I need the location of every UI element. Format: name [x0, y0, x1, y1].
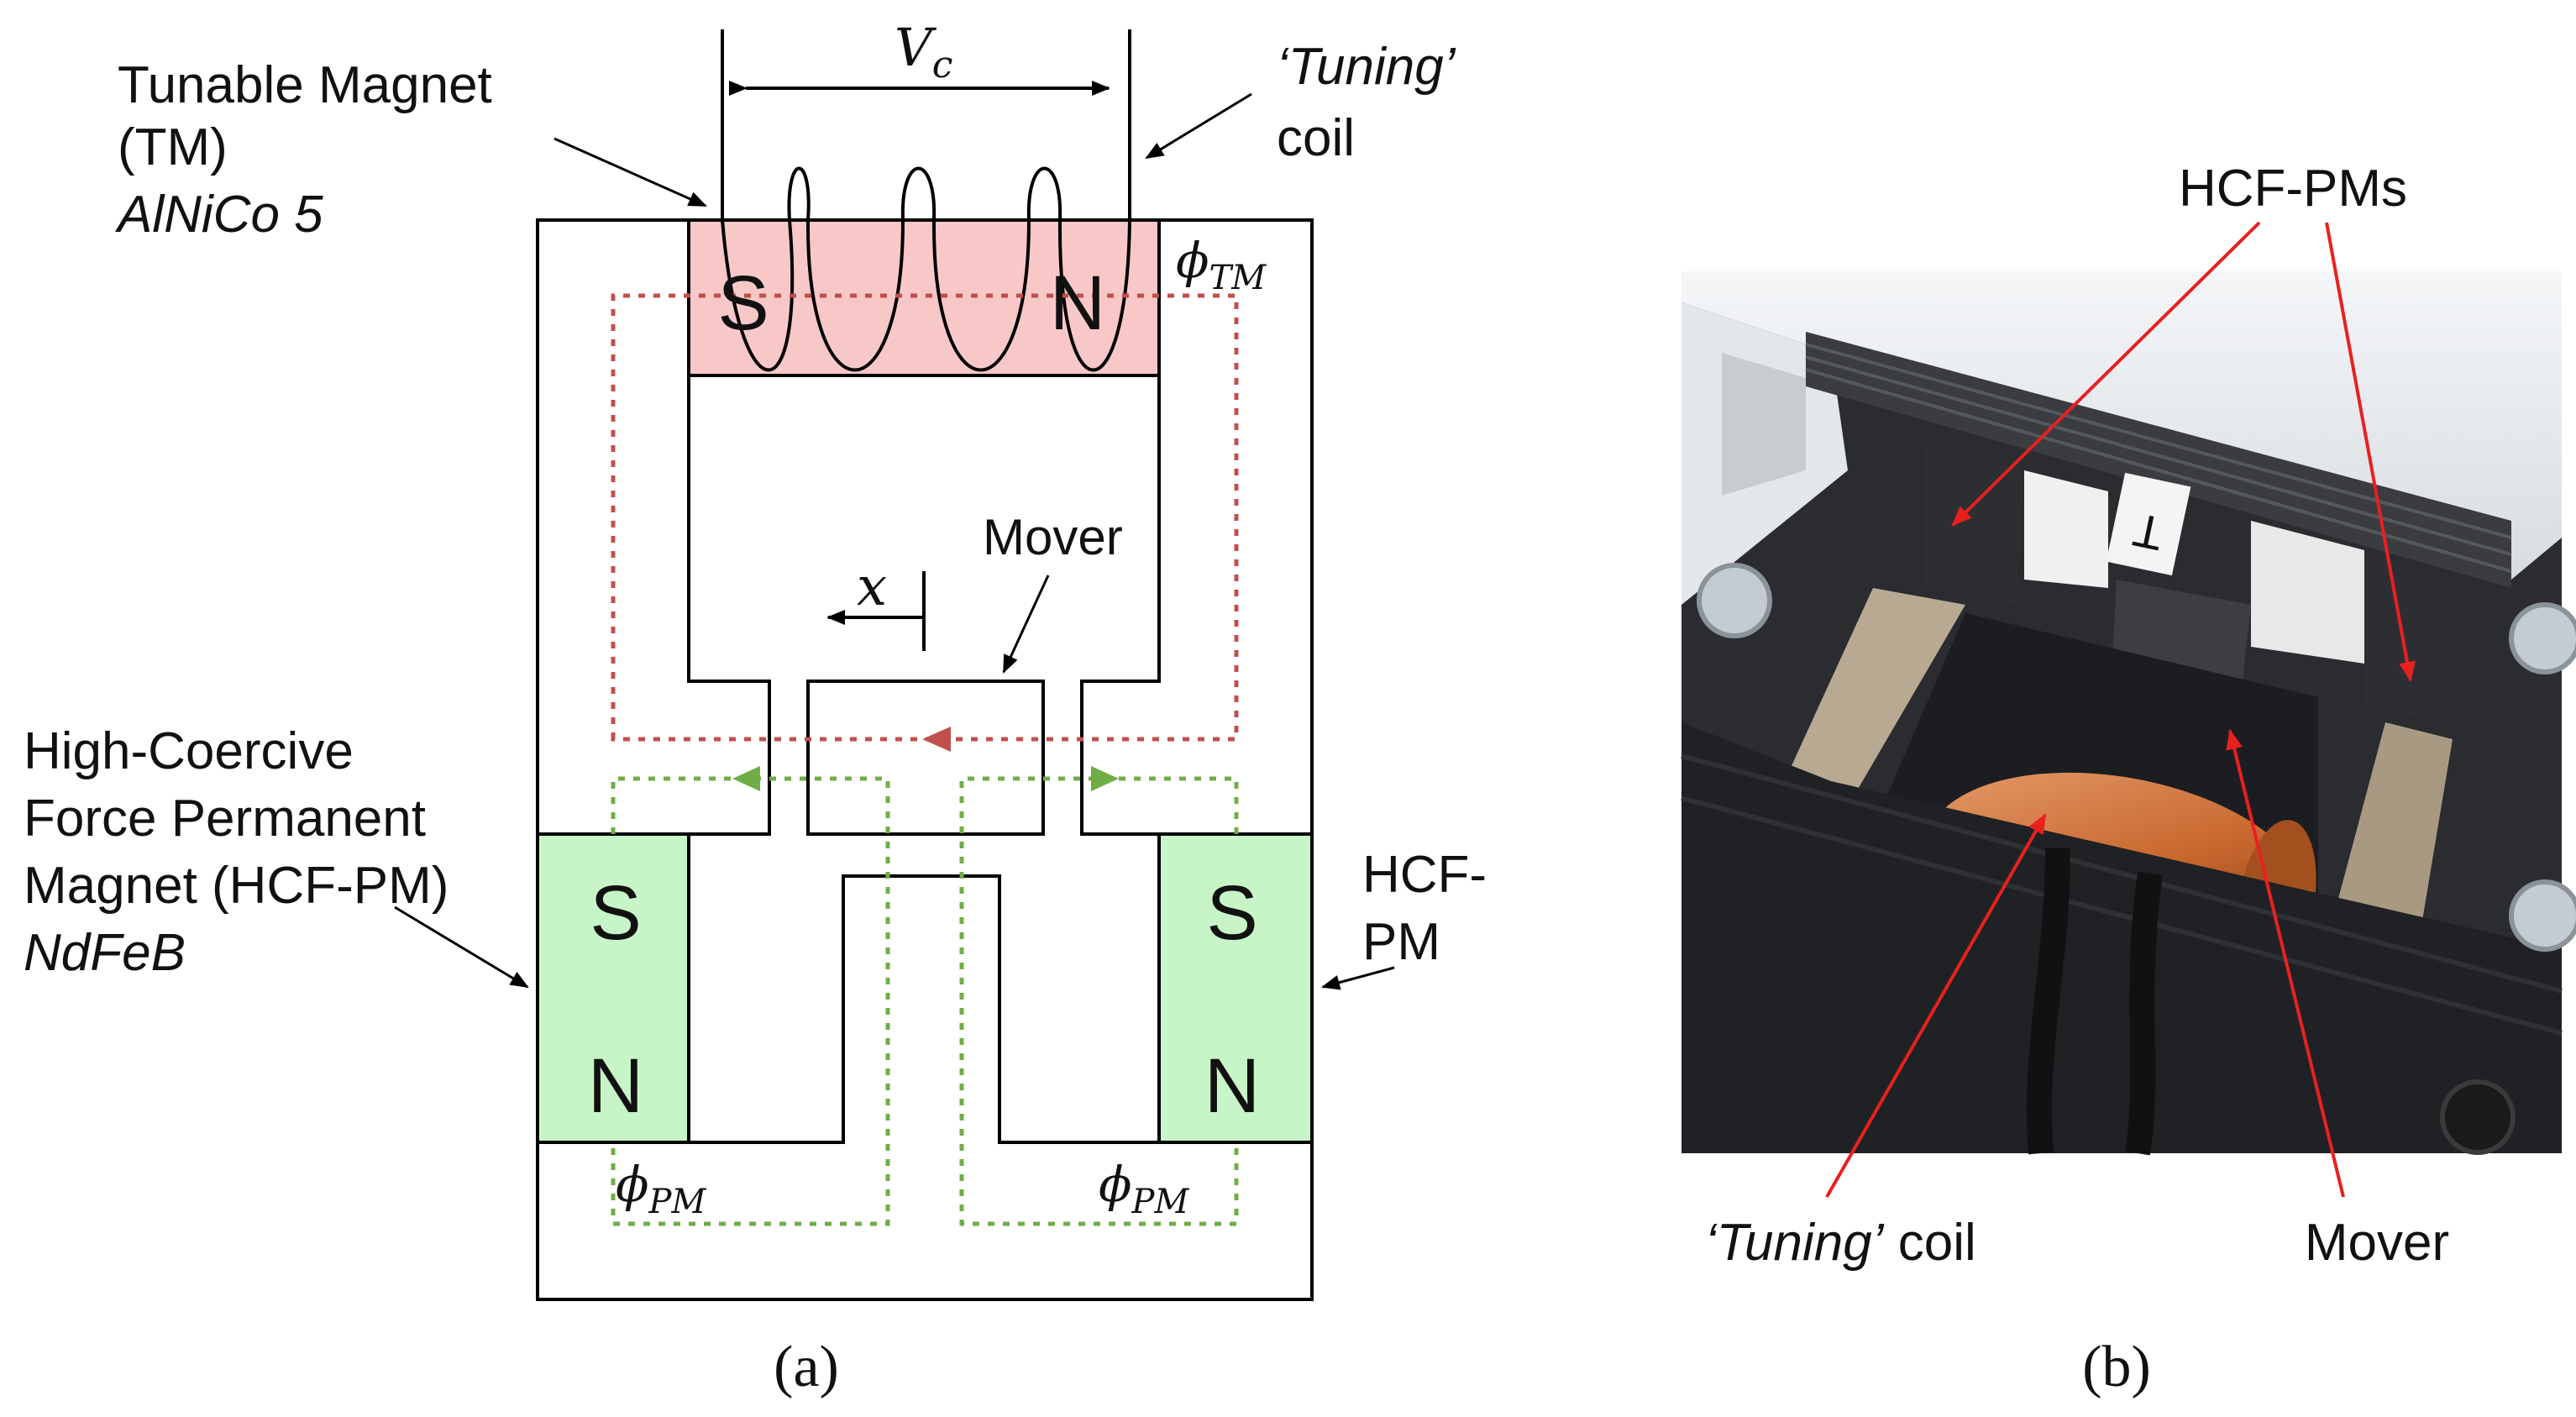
tm-pointer	[553, 137, 707, 207]
mover-arrow-b	[2226, 729, 2345, 1198]
photo-screw-left	[1697, 563, 1772, 638]
flux-pm-arrowhead-left	[732, 766, 760, 791]
pm-left-pole-s: S	[590, 870, 641, 956]
tuning-coil-label-a-italic: ‘Tuning’	[1277, 38, 1456, 96]
tuning-coil-windings	[721, 29, 1131, 372]
photo-frame-front	[1681, 722, 2562, 1153]
mover-block	[806, 680, 1045, 836]
photo-cable-left	[2026, 848, 2070, 1155]
flux-tm-arrowhead	[922, 727, 951, 752]
photo-screw-front	[2509, 879, 2576, 952]
tuning-coil-label-b: ‘Tuning’ coil	[1705, 1214, 1976, 1272]
tm-pole-s: S	[717, 260, 769, 346]
mover-label-a: Mover	[983, 509, 1123, 565]
photo-plate-left	[1781, 588, 1965, 806]
pm-right-pole-s: S	[1206, 870, 1257, 956]
caption-b: (b)	[2082, 1335, 2151, 1399]
photo-cable-right	[2125, 871, 2163, 1156]
tm-label-material: AlNiCo 5	[114, 186, 323, 244]
photo-laminations	[1806, 332, 2511, 588]
hcf-pm-right-pointer	[1321, 966, 1395, 990]
hcf-pms-label: HCF-PMs	[2179, 160, 2407, 218]
tuning-coil-arrow-b	[1825, 813, 2047, 1198]
caption-a: (a)	[774, 1335, 839, 1399]
mover-pointer-a	[1002, 575, 1050, 674]
tm-label-line2: (TM)	[118, 118, 228, 176]
hcf-pm-right-magnet	[1157, 832, 1314, 1144]
pm-right-pole-n: N	[1204, 1043, 1260, 1129]
photo-tag	[2106, 472, 2191, 576]
tm-pole-n: N	[1050, 260, 1105, 346]
pm-left-pole-n: N	[588, 1043, 643, 1129]
vc-label: Vc	[895, 17, 952, 87]
hcf-pm-left-line1: High-Coercive	[24, 722, 354, 780]
flux-pm-label-right: ϕPM	[1099, 1156, 1189, 1221]
displacement-x-label: x	[857, 556, 887, 618]
hcf-pms-arrow-left	[1951, 221, 2261, 527]
hcf-pms-arrow-right	[2325, 222, 2416, 682]
photo-pole-left	[1923, 445, 2024, 605]
mover-label-b: Mover	[2305, 1214, 2449, 1272]
flux-tm-label: ϕTM	[1176, 232, 1267, 297]
hcf-pm-right-line2: PM	[1362, 913, 1440, 971]
hcf-pm-left-pointer	[394, 905, 529, 989]
hcf-pm-right-line1: HCF-	[1362, 846, 1487, 904]
tm-label-line1: Tunable Magnet	[118, 56, 492, 114]
panel-a-diagram: S N S N S N Vc ϕTM ϕPM ϕPM Mover x Tunab…	[24, 17, 1487, 1399]
photo-screw-hole	[2440, 1079, 2516, 1155]
flux-path-pm	[611, 776, 1239, 1226]
flux-pm-label-left: ϕPM	[616, 1156, 706, 1221]
hcf-pm-left-line3: Magnet (HCF-PM)	[24, 857, 449, 915]
hcf-pm-left-material: NdFeB	[24, 924, 186, 982]
hcf-pm-left-line2: Force Permanent	[24, 790, 426, 848]
photo-screw-right	[2509, 602, 2576, 674]
tuning-coil-label-a-plain: coil	[1277, 109, 1355, 167]
flux-pm-arrowhead-right	[1091, 766, 1119, 791]
tuning-coil-pointer-a	[1145, 92, 1252, 160]
panel-b-photo: T HCF-PMs ‘Tuning’ coil	[1681, 160, 2576, 1399]
